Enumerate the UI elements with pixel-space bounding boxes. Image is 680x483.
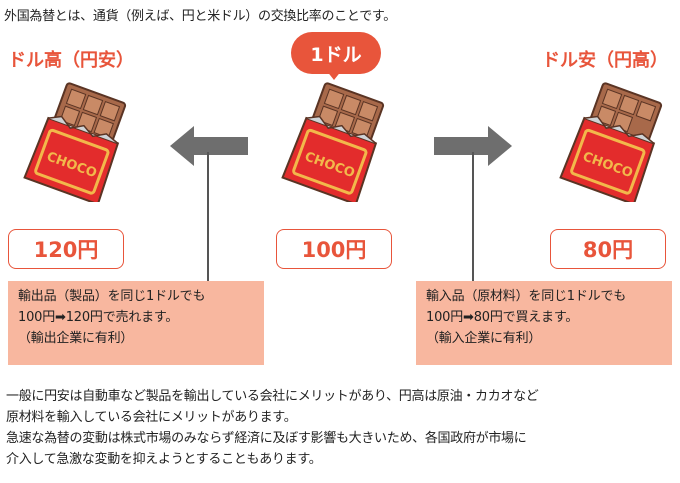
- connector-line-left: [207, 152, 209, 282]
- right-price-box: 80円: [550, 229, 666, 269]
- one-dollar-bubble: 1ドル: [291, 32, 381, 74]
- explanation-line: 介入して急激な変動を抑えようとすることもあります。: [6, 452, 322, 467]
- chocolate-bar-icon: CHOCO: [281, 82, 385, 202]
- explanation-line: 原材料を輸入している会社にメリットがあります。: [6, 410, 297, 425]
- left-note-line: （輸出企業に有利）: [18, 331, 134, 346]
- explanation-line: 一般に円安は自動車など製品を輸出している会社にメリットがあり、円高は原油・カカオ…: [6, 389, 539, 404]
- intro-text: 外国為替とは、通貨（例えば、円と米ドル）の交換比率のことです。: [4, 9, 397, 24]
- left-note-line: 100円➡120円で売れます。: [18, 310, 179, 325]
- left-note: 輸出品（製品）を同じ1ドルでも 100円➡120円で売れます。 （輸出企業に有利…: [8, 281, 264, 365]
- chocolate-bar-icon: CHOCO: [23, 82, 127, 202]
- right-note-line: 輸入品（原材料）を同じ1ドルでも: [426, 289, 627, 304]
- arrow-left-icon: [170, 126, 248, 166]
- center-price-box: 100円: [276, 229, 392, 269]
- bubble-tail: [326, 70, 342, 80]
- left-note-line: 輸出品（製品）を同じ1ドルでも: [18, 289, 206, 304]
- right-note-line: （輸入企業に有利）: [426, 331, 542, 346]
- left-price-box: 120円: [8, 229, 124, 269]
- right-note: 輸入品（原材料）を同じ1ドルでも 100円➡80円で買えます。 （輸入企業に有利…: [416, 281, 672, 365]
- chocolate-bar-icon: CHOCO: [559, 82, 663, 202]
- connector-line-right: [472, 152, 474, 282]
- right-note-line: 100円➡80円で買えます。: [426, 310, 579, 325]
- left-heading: ドル高（円安）: [8, 50, 134, 71]
- arrow-right-icon: [434, 126, 512, 166]
- explanation-text: 一般に円安は自動車など製品を輸出している会社にメリットがあり、円高は原油・カカオ…: [6, 386, 539, 470]
- right-heading: ドル安（円高）: [542, 50, 668, 71]
- explanation-line: 急速な為替の変動は株式市場のみならず経済に及ぼす影響も大きいため、各国政府が市場…: [6, 431, 527, 446]
